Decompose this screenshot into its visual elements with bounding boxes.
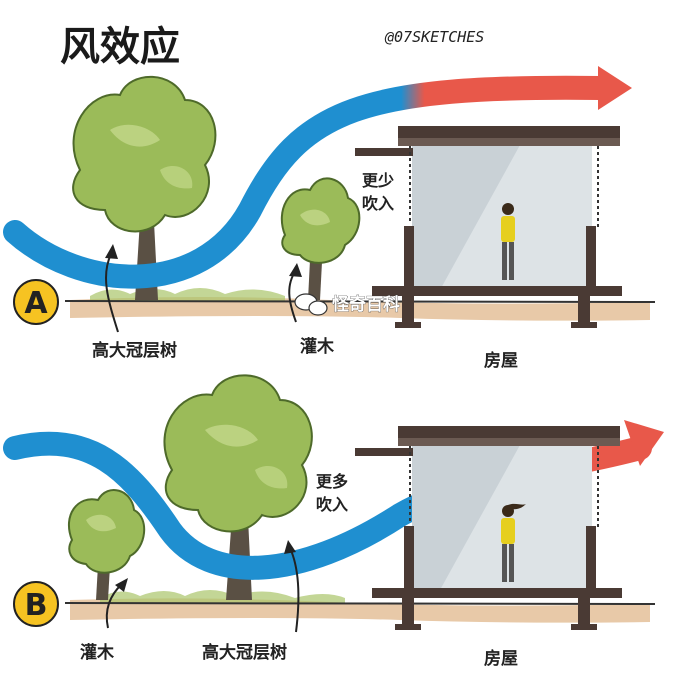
wind-note-b-line1: 更多 xyxy=(316,472,348,491)
ground-b xyxy=(70,598,650,623)
ground-a xyxy=(70,297,650,321)
person-b xyxy=(501,503,526,582)
house-b xyxy=(355,426,622,630)
author-credit: @07SKETCHES xyxy=(384,28,484,46)
pointer-tree-b xyxy=(289,547,300,633)
badge-b: B xyxy=(13,581,59,627)
house-label-b: 房屋 xyxy=(484,648,518,669)
pointer-tree-a-head xyxy=(105,244,118,259)
watermark-text: 怪奇百科 xyxy=(332,294,400,315)
panel-b: B 灌木 高大冠层树 房屋 更多 吹入 xyxy=(3,374,664,669)
wind-arrowhead-b xyxy=(624,420,664,466)
badge-a-letter: A xyxy=(24,286,48,321)
ground-line-a xyxy=(64,300,656,303)
ground-line-b xyxy=(64,602,656,605)
canopy-tree-a xyxy=(72,75,217,300)
pointer-shrub-a-head xyxy=(289,263,302,277)
badge-a: A xyxy=(13,279,59,325)
pointer-shrub-b-head xyxy=(115,578,128,592)
wind-arrow-a xyxy=(3,75,612,289)
grass-a xyxy=(90,288,285,302)
wind-note-a-line2: 吹入 xyxy=(362,194,394,213)
wind-arrowhead-a xyxy=(598,66,632,110)
shrub-label-b: 灌木 xyxy=(80,642,115,663)
grass-b xyxy=(100,590,345,604)
badge-b-letter: B xyxy=(25,588,48,623)
house-label-a: 房屋 xyxy=(484,350,518,371)
shrub-label-a: 灌木 xyxy=(300,336,335,357)
wind-note-b-line2: 吹入 xyxy=(316,495,348,514)
person-a xyxy=(501,203,515,280)
shrub-a xyxy=(280,177,361,300)
watermark: 怪奇百科 xyxy=(294,293,400,316)
pointer-tree-a xyxy=(105,251,119,333)
shrub-b xyxy=(67,489,146,600)
tree-label-b: 高大冠层树 xyxy=(202,642,287,663)
wind-note-a-line1: 更少 xyxy=(362,171,394,190)
panel-a: A 高大冠层树 灌木 房屋 更少 吹入 怪奇百科 xyxy=(3,66,656,371)
house-a xyxy=(355,126,622,328)
tree-label-a: 高大冠层树 xyxy=(92,340,177,361)
pointer-tree-b-head xyxy=(284,540,296,554)
diagram-title: 风效应 xyxy=(60,24,180,70)
